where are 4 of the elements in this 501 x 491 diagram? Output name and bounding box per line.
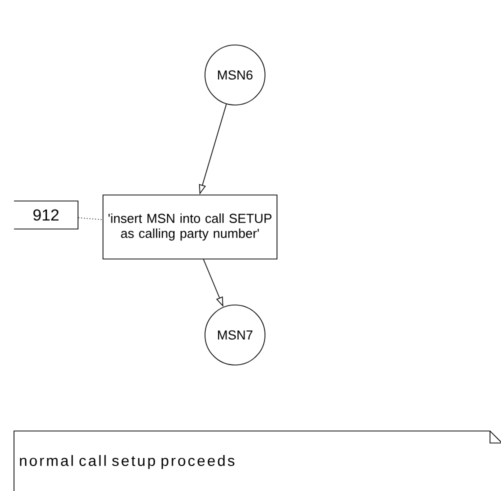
comment-box: 912: [14, 200, 78, 230]
task-box: 'insert MSN into call SETUP as calling party number': [102, 194, 278, 260]
leader-line: [78, 217, 103, 220]
text-annotation: normal call setup proceeds: [14, 430, 501, 491]
